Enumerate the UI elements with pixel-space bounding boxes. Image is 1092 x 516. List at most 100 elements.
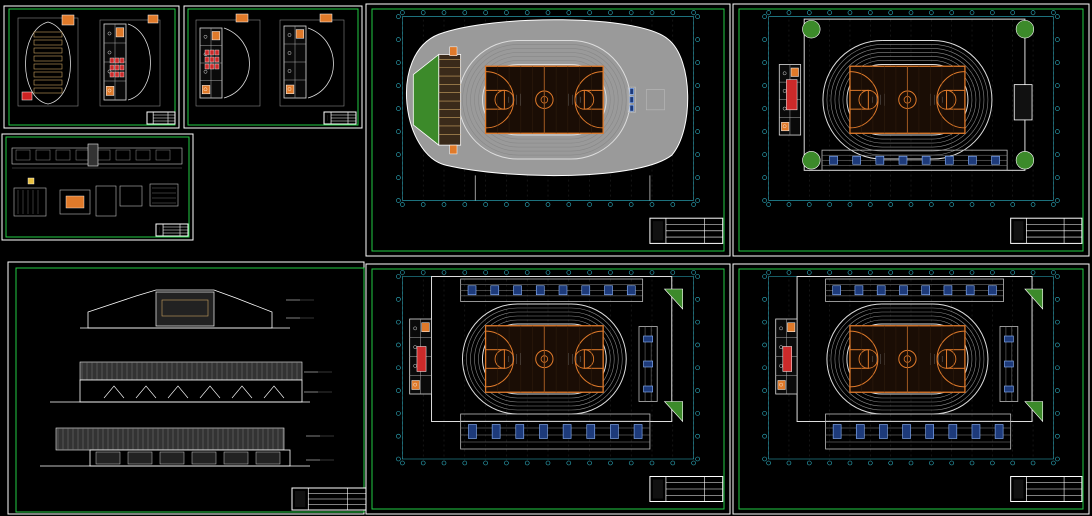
title-block-icon	[1010, 217, 1083, 244]
title-block-icon	[146, 111, 176, 125]
corner-tree-1	[1015, 20, 1035, 39]
bleachers-right	[999, 326, 1019, 402]
sheet-plan-bottom-middle	[365, 263, 731, 515]
green-corner-0	[1024, 288, 1044, 310]
bleachers-right	[627, 86, 636, 113]
sheet-border	[738, 8, 1084, 252]
court-key-1	[946, 89, 966, 110]
court-3pt-arc-1	[574, 71, 604, 129]
corner-tree-3	[1015, 151, 1035, 170]
dimension-grid	[396, 270, 700, 466]
sheet-frame	[183, 5, 363, 129]
court-key-0	[849, 349, 869, 369]
wall-band	[79, 379, 303, 403]
sheet-frame	[3, 5, 180, 129]
side-elevation-b	[40, 427, 310, 467]
sheet-small-plans-b	[183, 5, 363, 129]
track-lane-3	[834, 52, 981, 148]
corner-trees	[802, 20, 1035, 170]
title-block-icon	[649, 217, 724, 244]
track-lane-4	[466, 48, 623, 152]
track-lane-4	[830, 48, 985, 152]
small-plan-b-left	[195, 13, 261, 107]
track-lane-2	[838, 315, 977, 403]
roof-band-b	[55, 427, 285, 451]
sheet-plan-top-middle	[365, 3, 731, 257]
sheet-border	[738, 268, 1084, 510]
sheet-frame	[365, 3, 731, 257]
sheet-details	[1, 133, 194, 241]
court-key-0	[485, 349, 505, 369]
sheet-border	[5, 136, 190, 238]
small-plan-oval	[17, 14, 79, 107]
track-lane-6	[822, 39, 993, 160]
track-lane-6	[457, 39, 631, 160]
court-key-1	[583, 349, 604, 369]
track-lane-3	[470, 52, 619, 148]
bleachers-right	[638, 326, 658, 402]
track-lane-2	[474, 56, 615, 144]
front-elevation-outline	[87, 289, 273, 329]
green-corner-1	[1024, 401, 1044, 423]
bleachers-bottom	[821, 149, 1008, 171]
court-key-0	[849, 89, 869, 110]
court-key-0	[485, 89, 505, 110]
track-lane-2	[838, 56, 977, 144]
court-key-1	[583, 89, 604, 110]
room-block	[283, 25, 307, 99]
entrance-block	[155, 291, 215, 327]
title-block-icon	[155, 223, 189, 237]
sheet-elevations	[7, 261, 367, 515]
court-3pt-arc-1	[574, 330, 604, 388]
title-block-icon	[323, 111, 357, 125]
service-block-right	[1013, 84, 1033, 121]
side-elevation-a	[50, 361, 310, 403]
title-block-icon	[649, 476, 724, 502]
sheet-frame	[732, 3, 1090, 257]
sheet-border	[371, 8, 725, 252]
roof-band	[79, 361, 303, 381]
green-corner-0	[663, 288, 683, 310]
green-corner-1	[663, 401, 683, 423]
sheet-frame	[365, 263, 731, 515]
title-block-icon	[1010, 476, 1083, 502]
sheet-plan-bottom-right	[732, 263, 1090, 515]
sheet-border	[187, 8, 359, 126]
sheet-border	[15, 267, 365, 513]
detail-drawings	[13, 177, 179, 217]
title-block-icon	[291, 487, 367, 511]
track-lane-3	[470, 311, 619, 407]
track-lane-2	[474, 315, 615, 403]
court-icon	[849, 325, 966, 393]
track-lane-3	[834, 311, 981, 407]
sheet-frame	[732, 263, 1090, 515]
room-block	[199, 27, 223, 99]
court-icon	[484, 325, 604, 393]
sheet-frame	[1, 133, 194, 241]
red-stairs	[416, 346, 427, 372]
bleachers-top	[460, 278, 644, 302]
sheet-border	[371, 268, 725, 510]
grandstand	[412, 46, 462, 155]
bleachers-bottom	[460, 413, 651, 450]
facade-strip	[11, 143, 183, 169]
red-stairs	[782, 346, 792, 372]
front-elevation	[80, 289, 290, 329]
corner-tree-2	[802, 151, 821, 170]
bleachers-bottom	[825, 413, 1012, 450]
sheet-border	[8, 8, 176, 126]
annex-block	[645, 89, 665, 111]
track-lane-4	[466, 307, 623, 411]
small-plan-b-right	[279, 13, 345, 107]
sheet-plan-top-right	[732, 3, 1090, 257]
sheets-layer	[1, 3, 1090, 515]
red-stairs	[786, 79, 798, 111]
sheet-small-plans-a	[3, 5, 180, 129]
corner-tree-0	[802, 20, 821, 39]
track-lane-4	[830, 307, 985, 411]
court-3pt-arc-0	[485, 330, 515, 388]
court-3pt-arc-0	[485, 71, 515, 129]
small-plan-rooms	[99, 14, 161, 107]
court-key-1	[946, 349, 966, 369]
